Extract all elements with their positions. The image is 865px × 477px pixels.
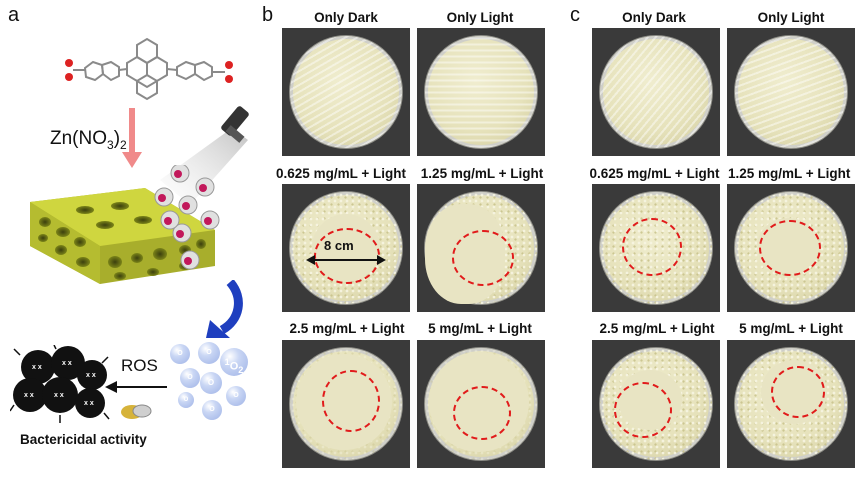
plate-b-only-dark <box>282 28 410 156</box>
scale-label: 8 cm <box>324 238 354 253</box>
panel-b-title-only-light: Only Light <box>446 10 514 25</box>
dead-bacteria-icon: x x x x x x x x x x x x <box>10 345 110 423</box>
synthesis-arrow-icon <box>122 108 142 168</box>
inhibition-zone <box>622 218 682 276</box>
inhibition-zone <box>452 230 514 286</box>
panel-c-title-125: 1.25 mg/mL + Light <box>728 166 851 181</box>
panel-c-title-25: 2.5 mg/mL + Light <box>599 321 715 336</box>
panel-c-label: c <box>570 4 580 26</box>
ros-arrow-icon <box>105 381 167 393</box>
plate-c-25 <box>592 340 720 468</box>
panel-b-title-5: 5 mg/mL + Light <box>428 321 532 336</box>
plate-b-0625: 8 cm <box>282 184 410 312</box>
svg-text:x x: x x <box>54 392 64 399</box>
oxygen-molecules-group <box>150 163 240 280</box>
plate-b-only-light <box>417 28 545 156</box>
plate-b-5 <box>417 340 545 468</box>
inhibition-zone <box>759 220 821 276</box>
panel-b-title-25: 2.5 mg/mL + Light <box>289 321 405 336</box>
plate-c-0625 <box>592 184 720 312</box>
panel-b-title-125: 1.25 mg/mL + Light <box>420 166 544 181</box>
curved-arrow-icon <box>206 280 243 338</box>
panel-c-title-only-dark: Only Dark <box>622 10 686 25</box>
pellet-icon <box>121 404 152 419</box>
flashlight-icon <box>160 106 249 205</box>
svg-text:x x: x x <box>24 392 34 399</box>
plate-c-only-light <box>727 28 855 156</box>
inhibition-zone <box>614 382 672 438</box>
inhibition-zone <box>322 370 380 432</box>
panel-b-title-0625: 0.625 mg/mL + Light <box>276 166 406 181</box>
svg-text:x x: x x <box>86 372 96 379</box>
plate-c-5 <box>727 340 855 468</box>
scale-arrow-icon <box>306 255 386 265</box>
ros-label: ROS <box>121 356 158 375</box>
singlet-oxygen-cluster: O O 1O2 O O O O O <box>170 342 250 427</box>
inhibition-zone <box>453 386 511 440</box>
svg-text:x x: x x <box>84 400 94 407</box>
plate-b-125 <box>417 184 545 312</box>
plate-b-25 <box>282 340 410 468</box>
panel-b-title-only-dark: Only Dark <box>314 10 378 25</box>
panel-a-label: a <box>8 4 20 26</box>
ligand-molecule-diagram <box>65 37 233 101</box>
panel-c-title-0625: 0.625 mg/mL + Light <box>589 166 720 181</box>
zinc-nitrate-reagent: Zn(NO3)2 <box>50 128 127 152</box>
svg-text:x x: x x <box>32 364 42 371</box>
bactericidal-caption: Bactericidal activity <box>20 432 147 447</box>
panel-c-title-5: 5 mg/mL + Light <box>739 321 843 336</box>
svg-text:x x: x x <box>62 360 72 367</box>
plate-c-125 <box>727 184 855 312</box>
inhibition-zone <box>771 366 825 418</box>
panel-c-title-only-light: Only Light <box>757 10 825 25</box>
panel-b-label: b <box>262 4 274 26</box>
plate-c-only-dark <box>592 28 720 156</box>
